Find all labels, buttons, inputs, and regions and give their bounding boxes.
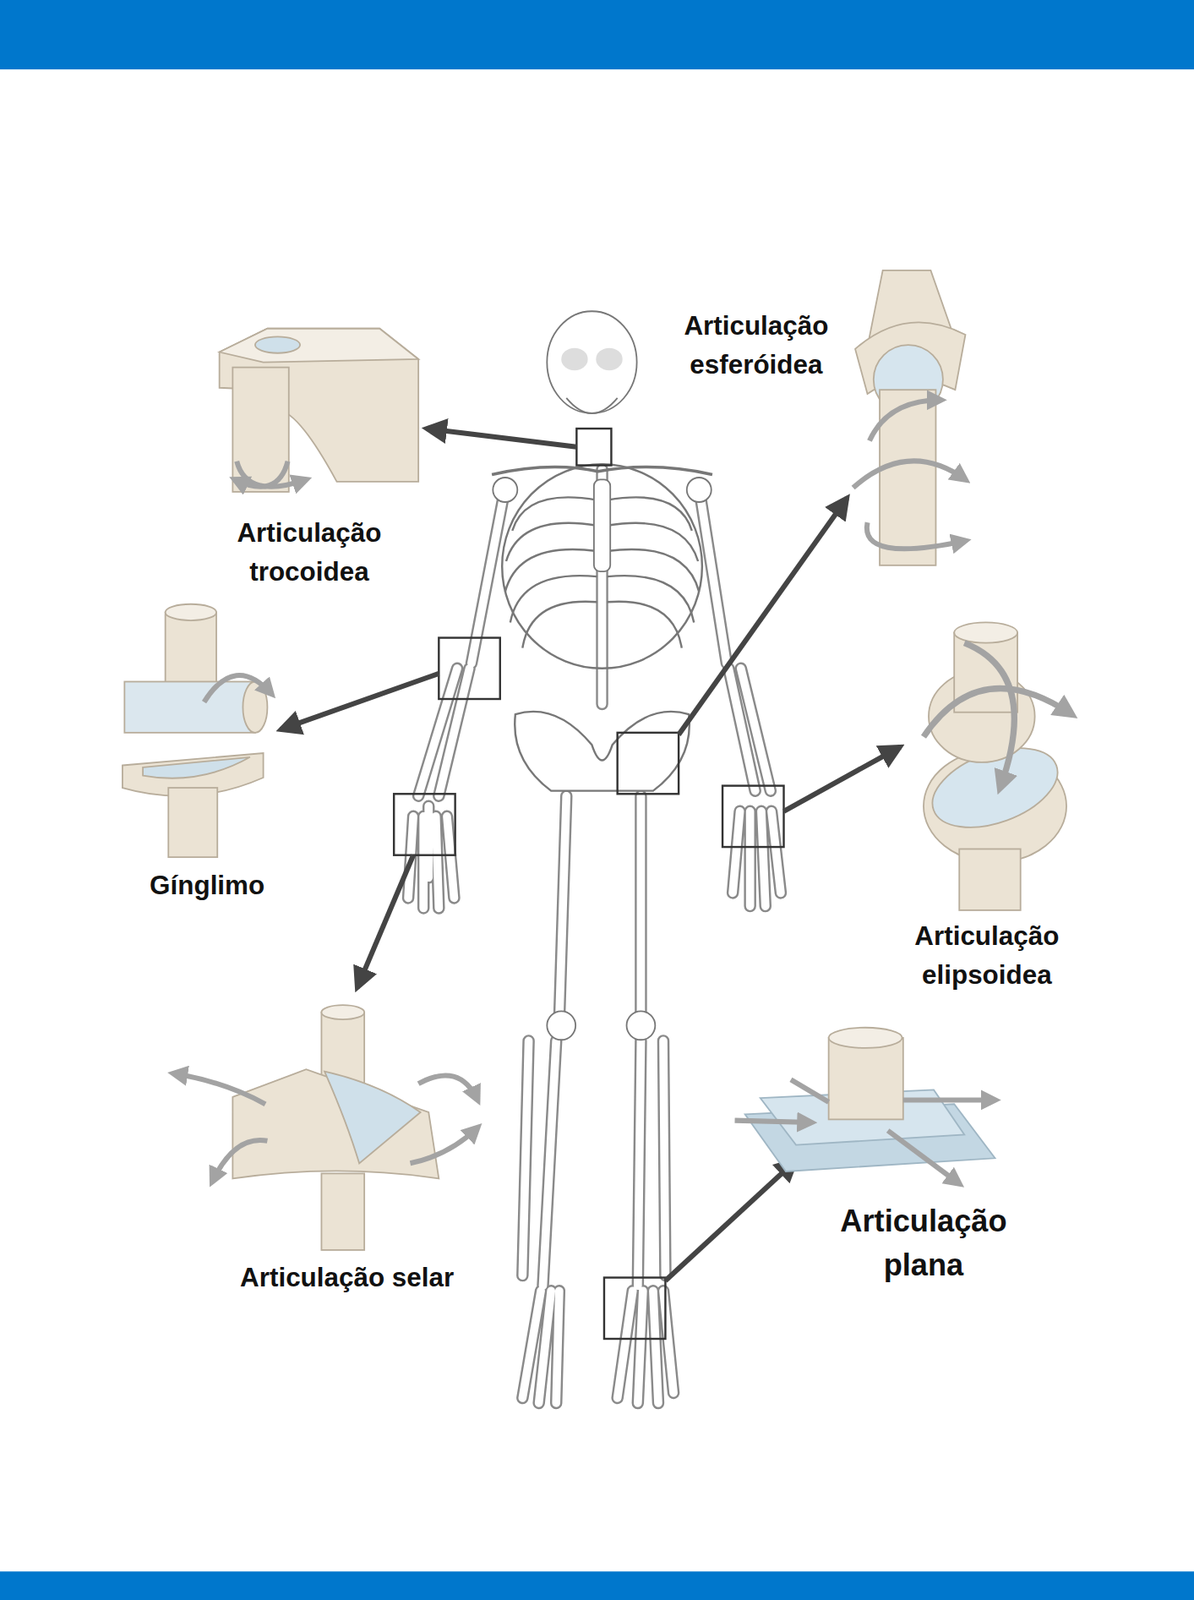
sternum [594, 479, 611, 572]
joint-frame [617, 732, 679, 794]
motion-arrow [409, 1127, 478, 1163]
joint-frame [393, 793, 455, 855]
eye-socket [595, 348, 622, 371]
motion-arrow [866, 522, 966, 549]
motion-arrow [888, 1130, 960, 1184]
hinge-post [168, 787, 218, 857]
motion-arrow [964, 643, 1015, 788]
leader-arrow [678, 497, 847, 735]
knee [626, 1010, 656, 1040]
joint-label: Articulação trocoidea [201, 512, 417, 591]
hinge-trough-surface [142, 757, 251, 779]
motion-arrow [903, 1096, 996, 1102]
plane-post-top [828, 1027, 903, 1048]
hinge-post-top [165, 604, 217, 621]
pivot-joint [219, 328, 420, 492]
hinge-post [165, 611, 217, 686]
motion-line [790, 1079, 829, 1102]
leader-arrow [784, 746, 901, 812]
joint-frame [438, 637, 500, 699]
hinge-cylinder [124, 681, 256, 732]
ball-joint [853, 270, 966, 566]
jaw [566, 398, 617, 414]
hinge-joint [122, 604, 272, 857]
saddle-post [321, 1172, 365, 1250]
motion-arrow [418, 1074, 478, 1100]
leader-arrow [280, 673, 439, 730]
pivot-top [219, 328, 420, 363]
pivot-ring [255, 336, 300, 353]
top-band [0, 0, 1194, 70]
joint-frame [576, 428, 611, 465]
shoulder [686, 477, 712, 502]
pelvis [514, 711, 690, 791]
saddle-surface [324, 1071, 421, 1164]
plane-post [828, 1037, 904, 1120]
skull [546, 310, 637, 414]
joint-label: Articulação elipsoidea [879, 915, 1095, 994]
motion-arrow [869, 399, 942, 441]
saddle-post-top [321, 1004, 365, 1020]
motion-arrow [204, 675, 273, 703]
skeleton [408, 310, 781, 1403]
motion-arrow [735, 1120, 813, 1123]
ellipsoid-joint [921, 621, 1072, 910]
ribcage [501, 463, 703, 668]
bone-outline [408, 468, 781, 1403]
joint-label: Gínglimo [99, 865, 315, 905]
joint-frame [604, 1277, 666, 1339]
knee [546, 1010, 576, 1040]
motion-arrow [923, 688, 1072, 737]
motion-arrow [173, 1073, 266, 1104]
ellipsoid-shaft [959, 848, 1020, 910]
saddle-block [232, 1068, 439, 1178]
joint-frames [393, 428, 784, 1339]
joint-label: Articulação esferóidea [648, 305, 864, 384]
bone-fill [408, 468, 781, 1403]
shoulder [492, 477, 518, 502]
leader-arrow [357, 855, 414, 988]
bottom-band [0, 1570, 1194, 1600]
joint-label: Articulação plana [806, 1199, 1042, 1287]
motion-arrow [853, 460, 966, 488]
joint-frame [722, 785, 784, 847]
eye-socket [561, 348, 588, 371]
motion-arrow [212, 1139, 268, 1182]
motion-arrow [234, 461, 289, 487]
joint-label: Articulação selar [239, 1258, 455, 1298]
plane-joint [735, 1027, 996, 1184]
leader-arrow [426, 428, 578, 448]
clavicles [491, 467, 713, 475]
saddle-joint [173, 1004, 478, 1250]
leader-arrow [665, 1160, 796, 1281]
ellipsoid-post-top [954, 621, 1018, 643]
